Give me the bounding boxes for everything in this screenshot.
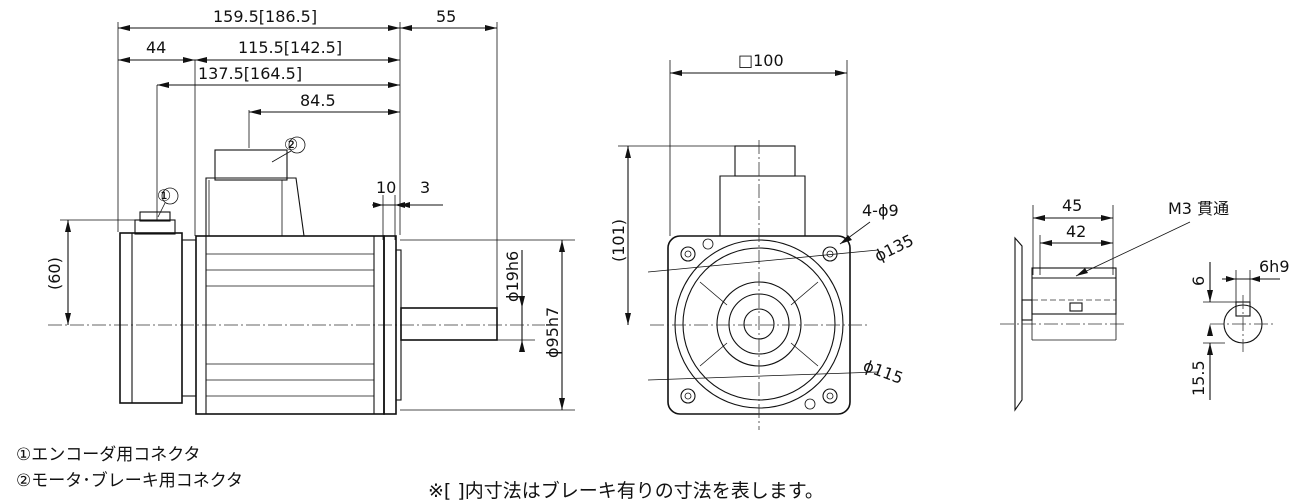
dim-tap: M3 貫通	[1168, 199, 1229, 218]
dim-flange-to-encoder: 137.5[164.5]	[198, 64, 302, 83]
dim-pcd: ϕ135	[871, 231, 916, 266]
dim-key-length: 45	[1062, 196, 1082, 215]
dim-pilot: ϕ115	[861, 356, 906, 388]
callout-encoder: ①	[157, 186, 171, 205]
legend-motor-brake-connector: ②モータ･ブレーキ用コネクタ	[16, 471, 244, 491]
dimension-labels: 159.5[186.5] 55 44 115.5[142.5] 137.5[16…	[45, 7, 1290, 396]
dim-flange-thickness: 10	[376, 178, 396, 197]
dim-overall-length: 159.5[186.5]	[213, 7, 317, 26]
dim-encoder-height: (60)	[45, 257, 64, 290]
dim-key-width: 6h9	[1259, 257, 1290, 276]
dim-encoder-offset: 44	[146, 38, 166, 57]
dim-square: □100	[738, 51, 784, 70]
side-view	[48, 22, 575, 415]
dim-shaft-diameter: ϕ19h6	[503, 251, 522, 302]
dim-body-length: 115.5[142.5]	[238, 38, 342, 57]
dim-key-top: 6	[1189, 276, 1208, 286]
footnote: ※[ ]内寸法はブレーキ有りの寸法を表します。	[428, 480, 824, 502]
dim-shaft-length: 55	[436, 7, 456, 26]
legend-encoder-connector: ①エンコーダ用コネクタ	[16, 445, 201, 465]
dim-flange-to-connector: 84.5	[300, 91, 336, 110]
shaft-detail	[1000, 205, 1280, 412]
callout-brake: ②	[284, 135, 298, 154]
dim-key-depth: 15.5	[1189, 360, 1208, 396]
dim-key-inner: 42	[1066, 222, 1086, 241]
dim-spigot-length: 3	[420, 178, 430, 197]
dim-spigot-diameter: ϕ95h7	[543, 307, 562, 358]
dim-mount-holes: 4-ϕ9	[862, 201, 899, 220]
dim-front-height: (101)	[609, 219, 628, 262]
front-view	[618, 60, 879, 430]
